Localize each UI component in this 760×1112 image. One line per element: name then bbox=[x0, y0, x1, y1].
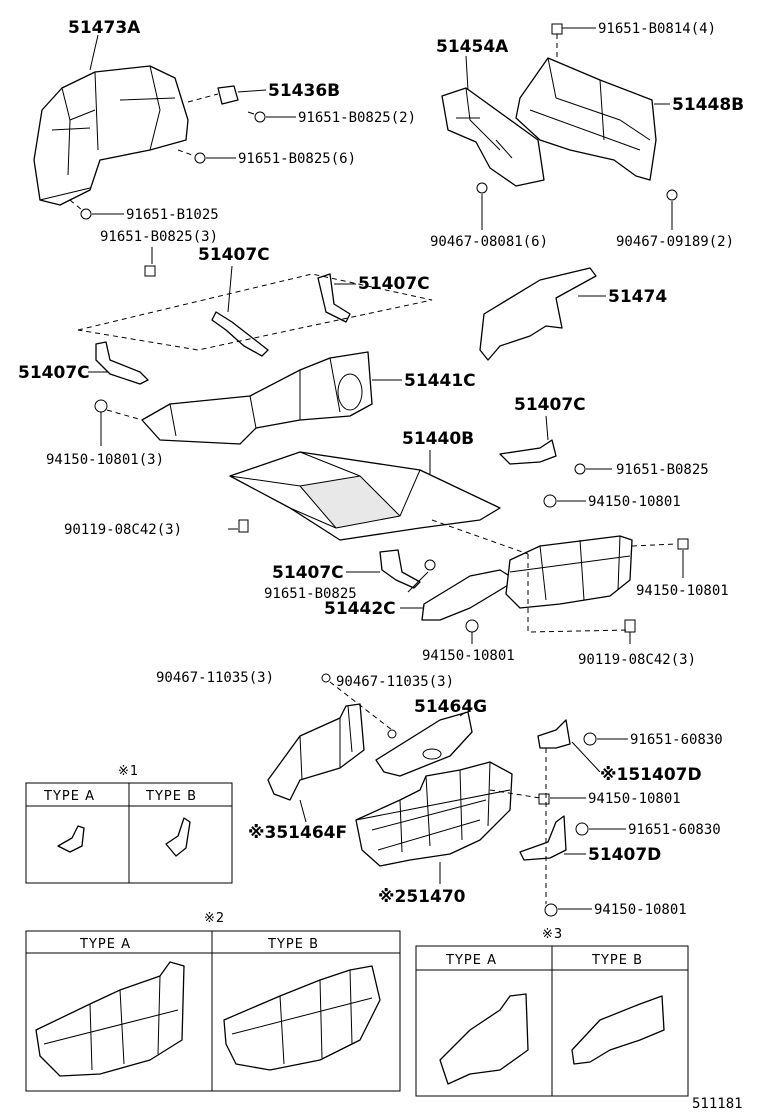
bracket-51407C-drawing bbox=[95, 341, 149, 385]
table-header: TYPE B bbox=[591, 953, 643, 968]
part-label: 94150-10801 bbox=[422, 648, 515, 664]
part-51464F-drawing bbox=[267, 703, 365, 801]
part-label: 90119-08C42(3) bbox=[64, 522, 182, 538]
bracket-type-b-drawing bbox=[165, 817, 191, 857]
part-label: 94150-10801 bbox=[588, 791, 681, 807]
undercover-type-a-drawing bbox=[35, 961, 185, 1077]
screw-icon bbox=[583, 732, 628, 746]
bracket-type-a-drawing bbox=[57, 825, 85, 853]
table-mark: ※3 bbox=[542, 927, 563, 942]
part-label: 51436B bbox=[268, 81, 340, 101]
part-label: 51407C bbox=[198, 245, 270, 265]
nut-icon bbox=[544, 903, 592, 917]
part-label: ※251470 bbox=[378, 887, 466, 907]
screw-icon bbox=[144, 247, 156, 277]
table-header: TYPE A bbox=[43, 789, 95, 804]
part-label: ※351464F bbox=[248, 823, 347, 843]
bracket-51407C-drawing bbox=[499, 439, 557, 465]
clip-icon bbox=[321, 673, 331, 683]
part-label: 94150-10801(3) bbox=[46, 452, 164, 468]
shield-type-b-drawing bbox=[571, 995, 665, 1065]
type-table-1: ※1 TYPE A TYPE B bbox=[25, 764, 233, 884]
nut-icon bbox=[465, 619, 479, 644]
part-label: 91651-B1025 bbox=[126, 207, 219, 223]
bracket-51407D-drawing bbox=[519, 815, 567, 861]
clip-51436B-drawing bbox=[217, 85, 239, 105]
part-label: 90467-08081(6) bbox=[430, 234, 548, 250]
bracket-51407C-drawing bbox=[379, 549, 421, 589]
screw-icon bbox=[424, 559, 436, 571]
part-label: 91651-B0825(2) bbox=[298, 110, 416, 126]
part-51473A-drawing bbox=[33, 65, 189, 206]
part-label: 51454A bbox=[436, 37, 509, 57]
part-label: 90119-08C42(3) bbox=[578, 652, 696, 668]
table-header: TYPE A bbox=[79, 937, 131, 952]
table-mark: ※1 bbox=[118, 764, 139, 779]
part-label: 51407C bbox=[514, 395, 586, 415]
part-label: ※151407D bbox=[600, 765, 702, 785]
screw-icon bbox=[551, 23, 563, 58]
part-51440B-drawing bbox=[229, 451, 501, 541]
shield-type-a-drawing bbox=[439, 993, 529, 1085]
part-label: 94150-10801 bbox=[594, 902, 687, 918]
part-label: 51442C bbox=[324, 599, 396, 619]
part-label: 51407C bbox=[18, 363, 90, 383]
part-51454A-drawing bbox=[441, 87, 545, 187]
part-label: 51441C bbox=[404, 371, 476, 391]
table-mark: ※2 bbox=[204, 911, 225, 926]
screw-icon bbox=[575, 822, 626, 836]
nut-icon bbox=[94, 399, 143, 446]
screw-icon bbox=[247, 111, 266, 123]
part-label: 91651-B0825 bbox=[616, 462, 709, 478]
part-51470-drawing bbox=[355, 761, 513, 867]
part-label: 90467-11035(3) bbox=[156, 670, 274, 686]
part-label: 90467-11035(3) bbox=[336, 674, 454, 690]
undercover-type-b-drawing bbox=[223, 965, 381, 1071]
diagram-code: 511181 bbox=[692, 1096, 743, 1112]
part-51441C-drawing bbox=[141, 351, 373, 445]
nut-icon bbox=[543, 494, 586, 508]
part-label: 51407C bbox=[272, 563, 344, 583]
type-table-3: ※3 TYPE A TYPE B bbox=[415, 927, 689, 1097]
part-51448B-drawing bbox=[515, 57, 657, 181]
part-label: 91651-B0825(6) bbox=[238, 151, 356, 167]
part-label: 94150-10801 bbox=[636, 583, 729, 599]
part-label: 51473A bbox=[68, 18, 141, 38]
screw-icon bbox=[666, 189, 678, 230]
part-label: 94150-10801 bbox=[588, 494, 681, 510]
table-header: TYPE B bbox=[267, 937, 319, 952]
part-label: 51440B bbox=[402, 429, 474, 449]
nut-icon bbox=[631, 538, 689, 578]
bracket-51407C-drawing bbox=[211, 311, 269, 357]
screw-icon bbox=[177, 149, 206, 164]
part-label: 51407C bbox=[358, 274, 430, 294]
part-label: 91651-B0814(4) bbox=[598, 21, 716, 37]
part-51464G-drawing bbox=[375, 711, 473, 777]
screw-icon bbox=[476, 182, 488, 230]
part-51474-drawing bbox=[479, 267, 597, 361]
part-label: 51448B bbox=[672, 95, 744, 115]
clip-icon bbox=[329, 681, 397, 739]
screw-icon bbox=[574, 463, 612, 475]
part-label: 51407D bbox=[588, 845, 661, 865]
table-header: TYPE A bbox=[445, 953, 497, 968]
bracket-51407D-drawing bbox=[537, 719, 571, 749]
part-label: 91651-60830 bbox=[628, 822, 721, 838]
bracket-51407C-drawing bbox=[317, 273, 351, 323]
bolt-icon bbox=[228, 519, 249, 533]
screw-icon bbox=[69, 199, 92, 220]
bolt-icon bbox=[624, 619, 636, 644]
part-label: 90467-09189(2) bbox=[616, 234, 734, 250]
part-51442C-drawing bbox=[421, 535, 633, 621]
nut-icon bbox=[538, 793, 586, 805]
part-label: 51474 bbox=[608, 287, 667, 307]
table-header: TYPE B bbox=[145, 789, 197, 804]
part-label: 91651-60830 bbox=[630, 732, 723, 748]
part-label: 91651-B0825(3) bbox=[100, 229, 218, 245]
type-table-2: ※2 TYPE A TYPE B bbox=[25, 911, 401, 1092]
part-label: 91651-B0825 bbox=[264, 586, 357, 602]
part-label: 51464G bbox=[414, 697, 487, 717]
